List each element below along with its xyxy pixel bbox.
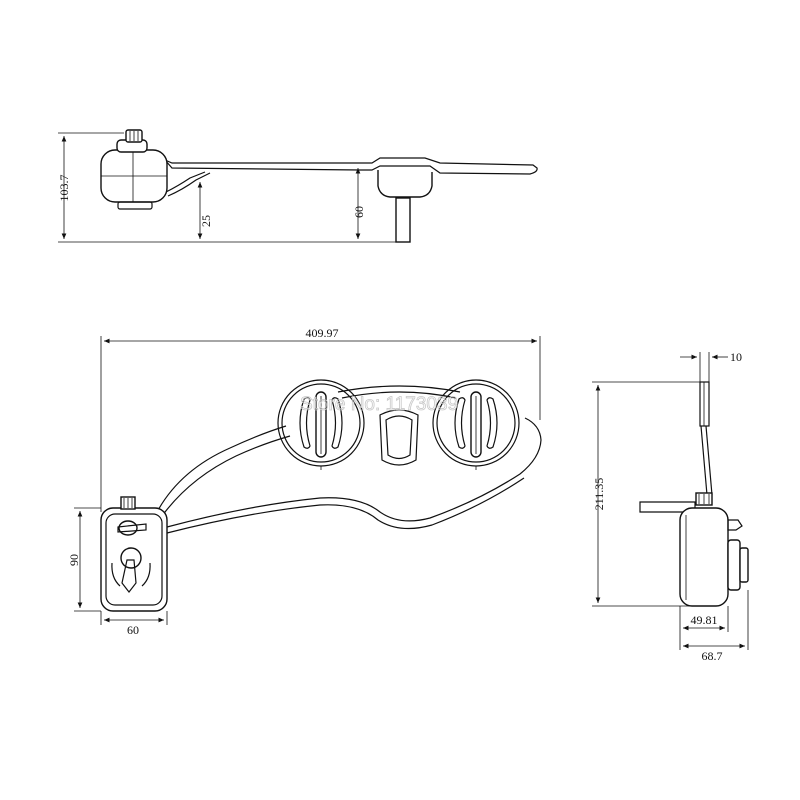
front-view: 409.97	[67, 326, 542, 637]
dim-top-nozzle-label: 25	[199, 215, 213, 227]
side-view: 10 211.35 49.81 68.7	[592, 350, 749, 663]
dim-side-depth-outer-label: 68.7	[702, 649, 723, 663]
dim-top-height-label: 103.7	[57, 175, 71, 202]
dim-front-length-label: 409.97	[306, 326, 339, 340]
top-view: 103.7 25 60	[57, 129, 538, 243]
dim-top-mount-label: 60	[352, 206, 366, 218]
store-watermark: Store No: 1173039	[300, 394, 458, 415]
dim-front-body-width-label: 60	[127, 623, 139, 637]
dim-front-body-height-label: 90	[67, 554, 81, 566]
dim-side-height-label: 211.35	[592, 478, 606, 511]
dim-side-plate-label: 10	[730, 350, 742, 364]
dim-side-depth-inner-label: 49.81	[691, 613, 718, 627]
